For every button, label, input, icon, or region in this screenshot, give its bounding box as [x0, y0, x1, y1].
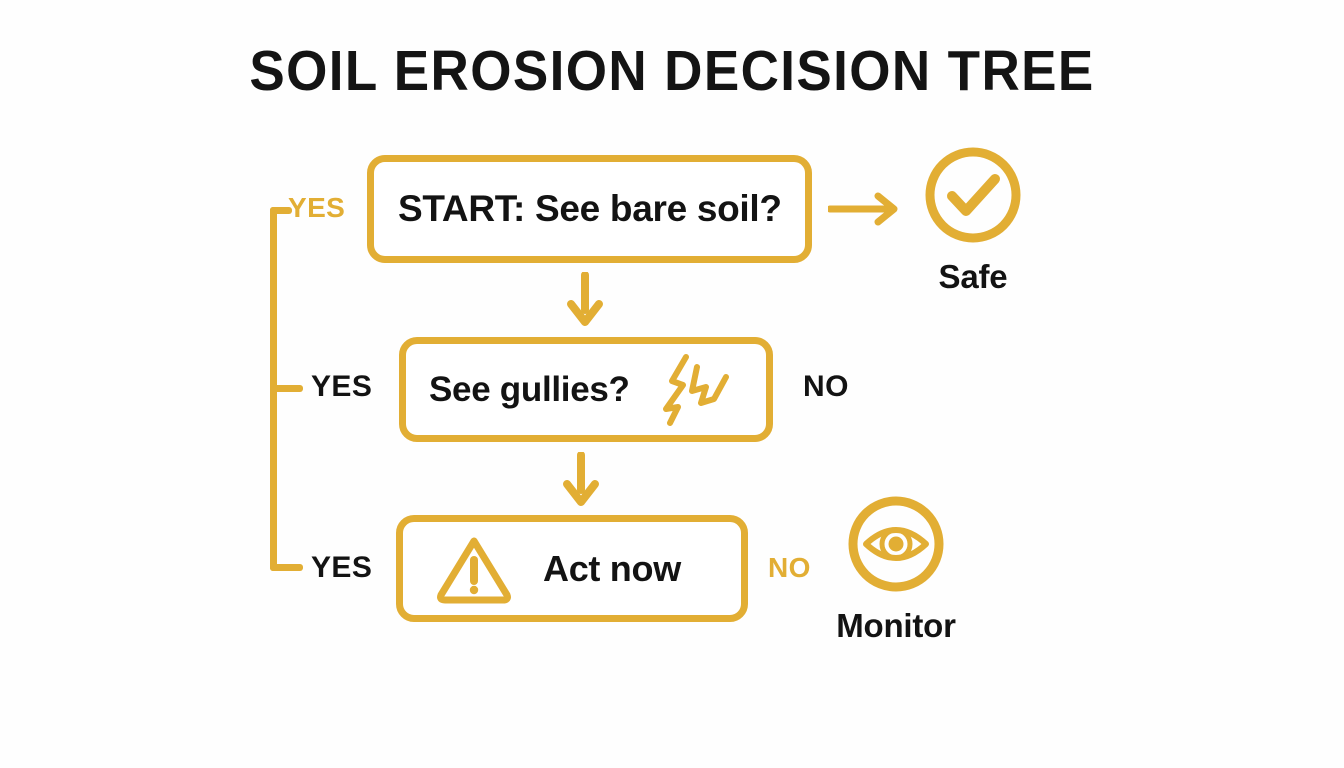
- yes-bracket-stub-row1: [270, 207, 292, 214]
- edge-label-yes-row2: YES: [311, 370, 373, 403]
- outcome-safe: Safe: [880, 143, 1066, 296]
- check-circle-icon: [925, 147, 1021, 243]
- outcome-safe-caption: Safe: [938, 258, 1008, 295]
- arrow-right-icon: [828, 192, 898, 226]
- warning-triangle-icon: [437, 537, 511, 603]
- edge-label-yes-row1: YES: [288, 192, 346, 223]
- arrow-down-icon: [567, 272, 603, 326]
- crack-icon: [662, 353, 729, 426]
- yes-bracket-stub-row3: [270, 564, 303, 571]
- node-start-label: START: See bare soil?: [398, 188, 782, 229]
- edge-label-yes-row3: YES: [311, 551, 373, 584]
- eye-circle-icon: [848, 496, 944, 592]
- node-act-now[interactable]: Act now: [396, 515, 748, 622]
- outcome-monitor-caption: Monitor: [836, 607, 956, 644]
- node-act-now-label: Act now: [543, 547, 681, 589]
- arrow-down-icon: [563, 452, 599, 506]
- page-title: SOIL EROSION DECISION TREE: [249, 39, 1095, 103]
- node-start[interactable]: START: See bare soil?: [367, 155, 812, 263]
- yes-bracket-stub-row2: [270, 385, 303, 392]
- node-see-gullies[interactable]: See gullies?: [399, 337, 773, 442]
- edge-label-no-row2: NO: [803, 370, 849, 403]
- node-see-gullies-label: See gullies?: [429, 369, 630, 409]
- outcome-monitor: Monitor: [800, 492, 992, 645]
- edge-label-no-row3: NO: [768, 552, 811, 583]
